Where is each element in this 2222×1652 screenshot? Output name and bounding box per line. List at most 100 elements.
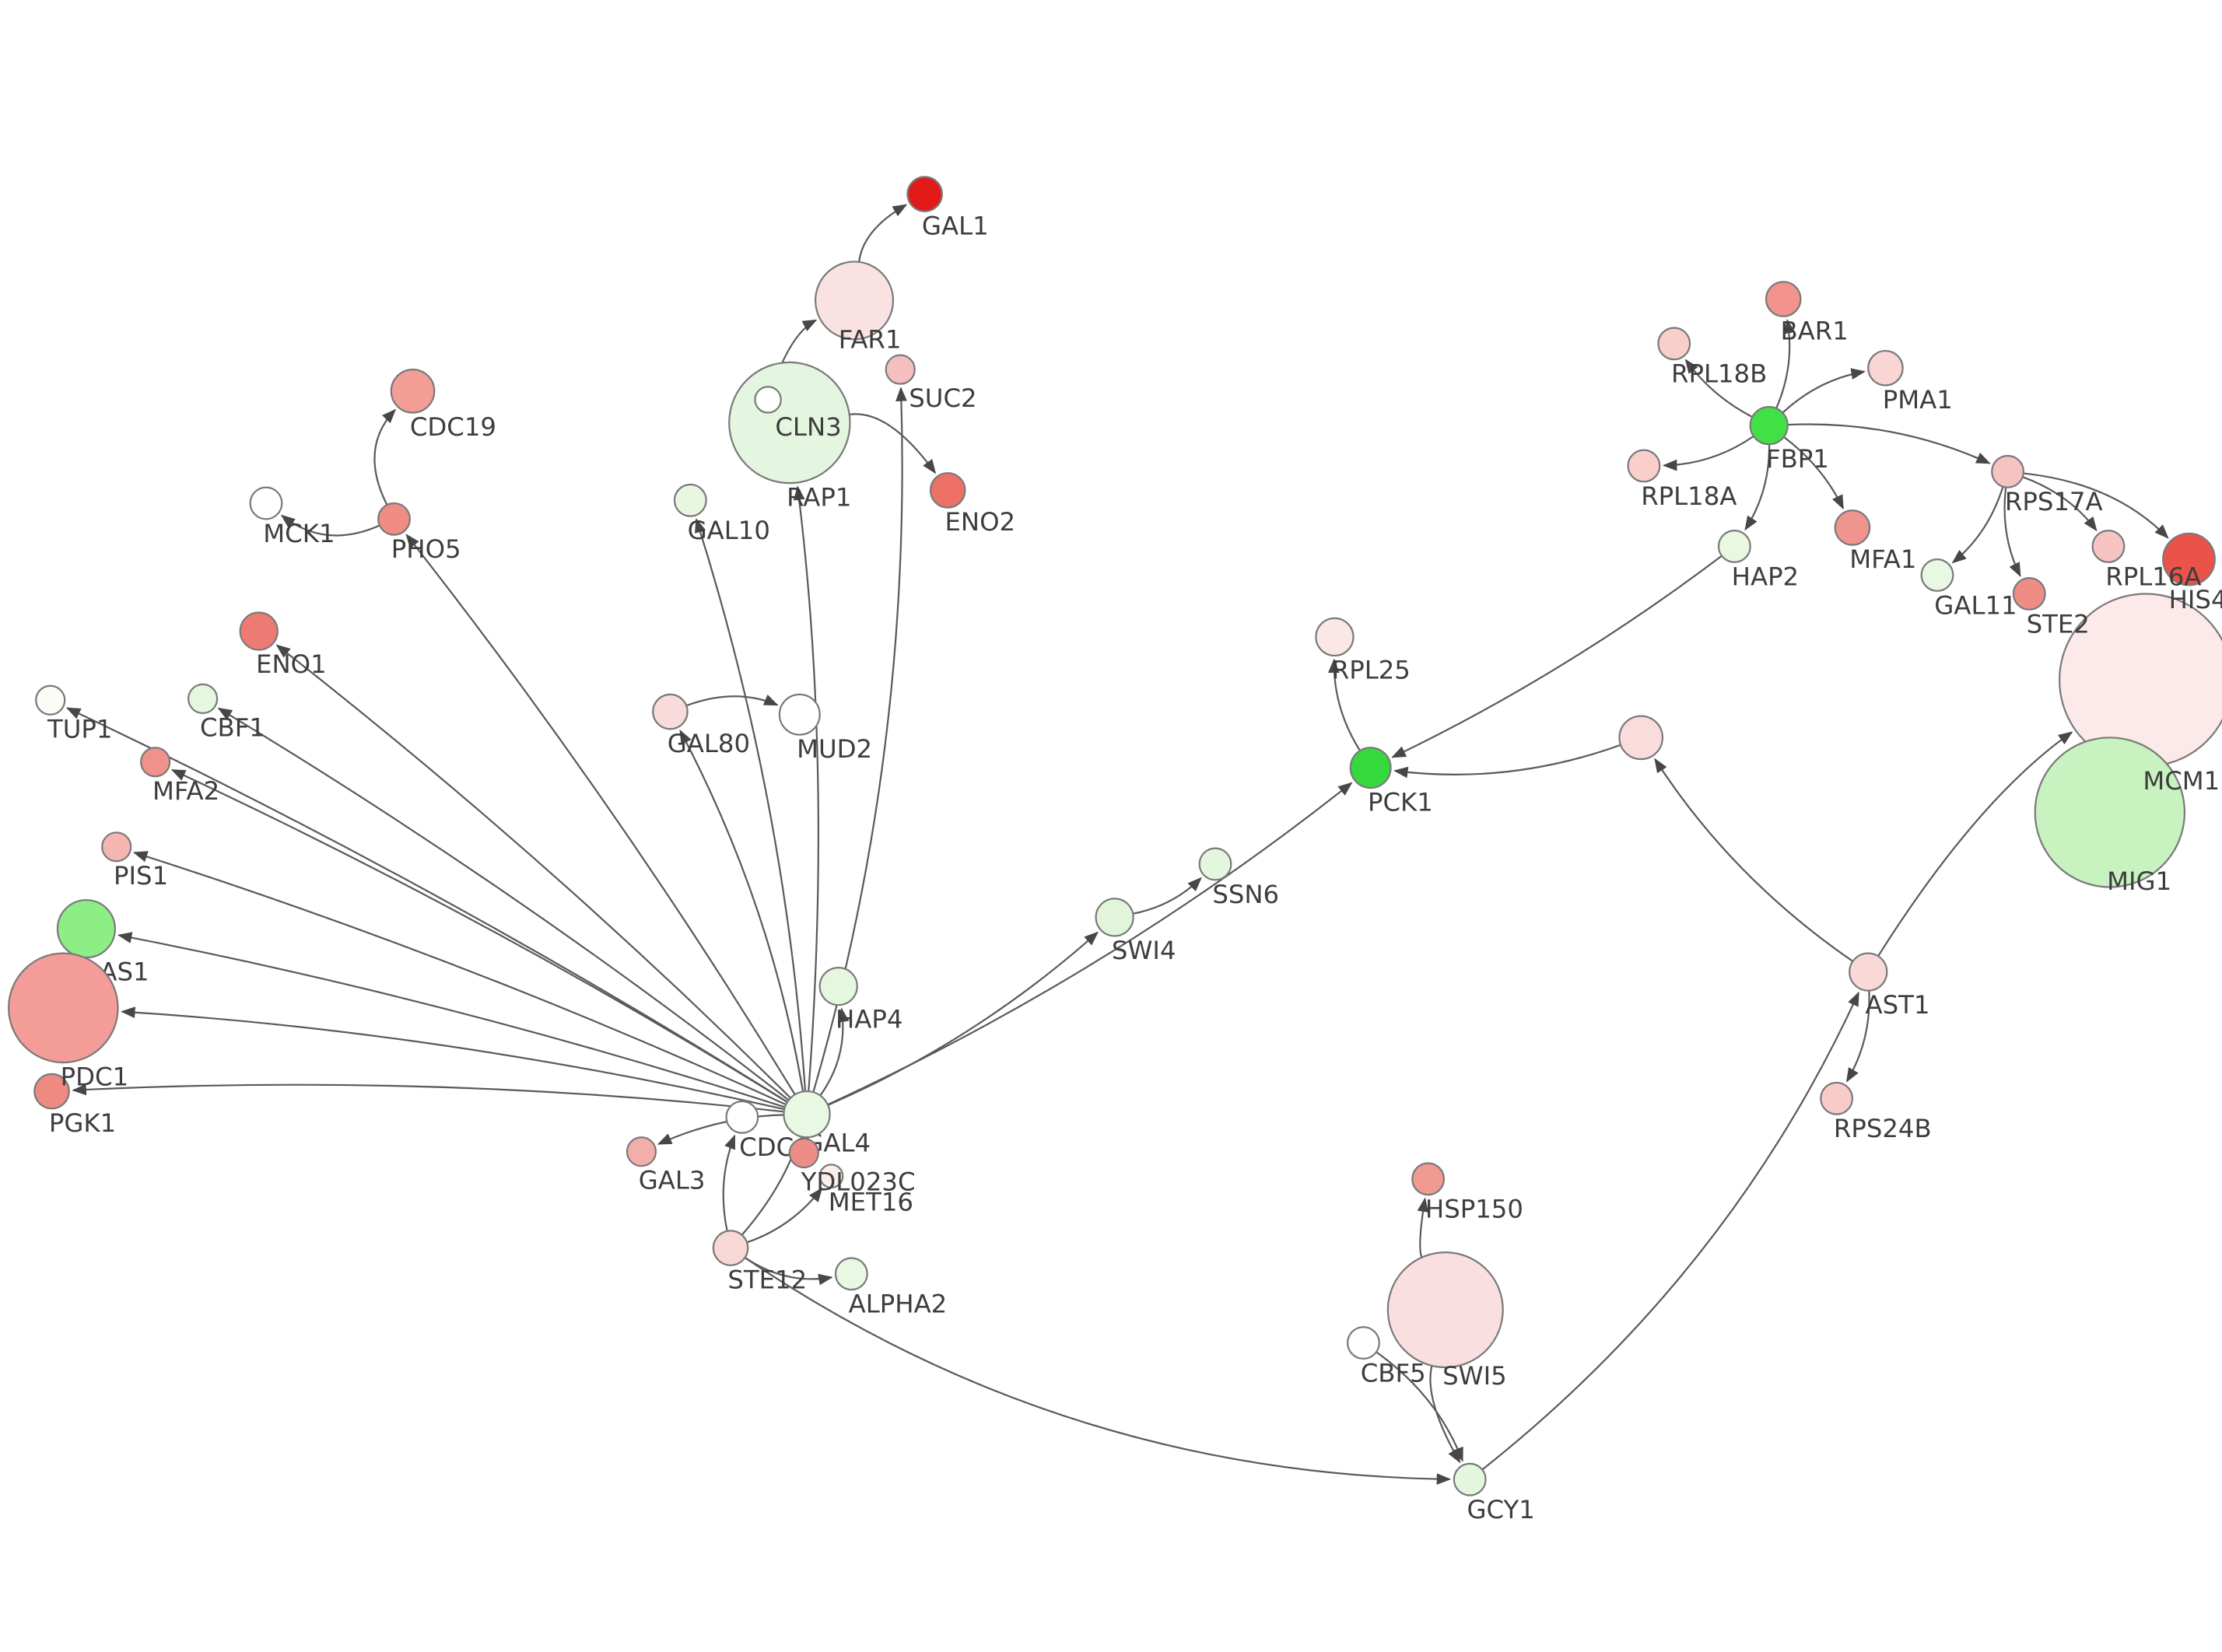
node-MIG1[interactable] bbox=[2034, 737, 2186, 888]
node-PCK1[interactable] bbox=[1349, 747, 1392, 789]
node-SUC2[interactable] bbox=[885, 354, 916, 385]
node-HAP4[interactable] bbox=[818, 966, 858, 1006]
node-GCY1[interactable] bbox=[1453, 1462, 1487, 1496]
edge-STE12-GCY1[interactable] bbox=[744, 1257, 1452, 1485]
edge-GAL4-PHO5[interactable] bbox=[405, 534, 796, 1095]
edge-GAL4-GAL80[interactable] bbox=[679, 729, 804, 1092]
node-CBF5[interactable] bbox=[1346, 1326, 1380, 1360]
node-MCK1[interactable] bbox=[249, 486, 283, 520]
node-MET16[interactable] bbox=[818, 1164, 844, 1189]
edge-GAL4-GAL3[interactable] bbox=[657, 1114, 784, 1145]
node-PGK1[interactable] bbox=[33, 1073, 70, 1110]
edge-FAR1-GAL1[interactable] bbox=[858, 204, 908, 262]
node-PMA1[interactable] bbox=[1867, 349, 1904, 387]
node-ENO2[interactable] bbox=[929, 472, 966, 509]
edge-FBP1-RPS17A[interactable] bbox=[1787, 423, 1991, 464]
edge-GAL4-RAP1[interactable] bbox=[793, 485, 820, 1092]
node-GAL1[interactable] bbox=[906, 176, 943, 212]
edge-UNK1-PCK1[interactable] bbox=[1393, 744, 1621, 779]
edge-HAP2-PCK1[interactable] bbox=[1391, 555, 1723, 758]
node-CLN3[interactable] bbox=[754, 386, 782, 414]
edge-GAL4-PGK1[interactable] bbox=[72, 1083, 784, 1113]
node-label-RPL18A: RPL18A bbox=[1641, 481, 1737, 511]
edge-GAL4-PIS1[interactable] bbox=[132, 851, 787, 1106]
edge-GAL4-PCK1[interactable] bbox=[827, 782, 1353, 1106]
node-AST1[interactable] bbox=[1849, 952, 1888, 992]
edge-AST1-RPS24B[interactable] bbox=[1845, 990, 1870, 1083]
node-FAR1[interactable] bbox=[815, 261, 895, 341]
edge-GAL4-TUP1[interactable] bbox=[65, 707, 788, 1103]
node-PIS1[interactable] bbox=[101, 831, 132, 863]
node-RPL25[interactable] bbox=[1315, 617, 1355, 657]
edge-SWI4-SSN6[interactable] bbox=[1133, 877, 1202, 915]
edge-GAL4-MFA2[interactable] bbox=[170, 768, 788, 1104]
node-label-HIS4: HIS4 bbox=[2169, 585, 2222, 614]
node-RPS17A[interactable] bbox=[1991, 454, 2025, 488]
edge-FBP1-HAP2[interactable] bbox=[1744, 444, 1771, 531]
edge-RPS17A-RPL16A[interactable] bbox=[2022, 476, 2098, 532]
node-HAP2[interactable] bbox=[1717, 530, 1751, 563]
edge-SWI5-HSP150[interactable] bbox=[1417, 1197, 1429, 1258]
node-STE2[interactable] bbox=[2012, 577, 2046, 611]
edge-GAL4-PDC1[interactable] bbox=[121, 1006, 785, 1111]
node-MFA1[interactable] bbox=[1834, 509, 1871, 546]
node-HIS4[interactable] bbox=[2162, 532, 2216, 586]
edge-FBP1-BAR1[interactable] bbox=[1775, 319, 1796, 409]
edge-GAL4-RAS1[interactable] bbox=[117, 932, 786, 1108]
node-GAL4[interactable] bbox=[783, 1090, 831, 1139]
edge-GAL4-GAL10[interactable] bbox=[695, 518, 807, 1092]
edge-PHO5-MCK1[interactable] bbox=[280, 514, 380, 537]
edge-STE12-CDC6[interactable] bbox=[722, 1134, 736, 1231]
edge-FBP1-MFA1[interactable] bbox=[1783, 436, 1844, 510]
edge-FBP1-PMA1[interactable] bbox=[1782, 368, 1866, 414]
node-GAL10[interactable] bbox=[673, 483, 707, 517]
edge-RPS17A-GAL11[interactable] bbox=[1951, 486, 2004, 564]
edge-SWI5-GCY1[interactable] bbox=[1429, 1365, 1461, 1464]
edge-RAP1-ENO2[interactable] bbox=[849, 413, 937, 474]
node-GAL11[interactable] bbox=[1920, 558, 1954, 592]
node-MFA2[interactable] bbox=[140, 747, 171, 778]
node-GAL80[interactable] bbox=[652, 693, 689, 730]
node-FBP1[interactable] bbox=[1749, 406, 1789, 446]
edge-GAL4-CBF1[interactable] bbox=[217, 707, 790, 1101]
node-RPL18B[interactable] bbox=[1657, 327, 1691, 361]
node-UNK1[interactable] bbox=[1618, 715, 1664, 761]
edge-FBP1-RPL18A[interactable] bbox=[1662, 435, 1754, 471]
node-GAL3[interactable] bbox=[626, 1136, 657, 1167]
edge-FBP1-RPL18B[interactable] bbox=[1684, 359, 1753, 418]
edge-AST1-UNK1[interactable] bbox=[1654, 758, 1854, 962]
node-ENO1[interactable] bbox=[239, 611, 279, 651]
node-SSN6[interactable] bbox=[1198, 847, 1232, 881]
node-PDC1[interactable] bbox=[7, 952, 119, 1064]
node-SWI5[interactable] bbox=[1386, 1251, 1504, 1369]
node-ALPHA2[interactable] bbox=[834, 1257, 868, 1291]
node-HSP150[interactable] bbox=[1411, 1162, 1446, 1196]
node-PHO5[interactable] bbox=[377, 502, 411, 536]
edge-STE12-MET16[interactable] bbox=[746, 1187, 823, 1244]
edge-PCK1-RPL25[interactable] bbox=[1327, 658, 1361, 751]
node-MUD2[interactable] bbox=[778, 693, 821, 736]
node-BAR1[interactable] bbox=[1765, 281, 1802, 317]
node-RPS24B[interactable] bbox=[1820, 1081, 1854, 1115]
node-RPL18A[interactable] bbox=[1627, 449, 1661, 483]
node-RAS1[interactable] bbox=[56, 899, 116, 959]
edge-RPS17A-STE2[interactable] bbox=[2003, 487, 2021, 578]
edge-PHO5-CDC19[interactable] bbox=[373, 408, 397, 506]
edge-GAL4-HAP4[interactable] bbox=[819, 1007, 850, 1097]
node-label-PCK1: PCK1 bbox=[1368, 788, 1433, 817]
edge-GAL4-ENO1[interactable] bbox=[275, 644, 791, 1099]
node-TUP1[interactable] bbox=[35, 684, 66, 716]
node-CDC19[interactable] bbox=[390, 368, 436, 414]
edge-GAL80-MUD2[interactable] bbox=[685, 695, 779, 707]
node-YDL023C[interactable] bbox=[788, 1137, 819, 1169]
edge-RPS17A-HIS4[interactable] bbox=[2023, 472, 2169, 539]
node-CDC6[interactable] bbox=[725, 1100, 759, 1134]
node-RPL16A[interactable] bbox=[2091, 530, 2126, 563]
edge-AST1-MCM1[interactable] bbox=[1877, 731, 2073, 957]
edge-CBF5-GCY1[interactable] bbox=[1376, 1351, 1463, 1462]
edge-GCY1-AST1[interactable] bbox=[1481, 991, 1859, 1471]
node-SWI4[interactable] bbox=[1095, 898, 1134, 937]
node-CBF1[interactable] bbox=[188, 683, 219, 714]
node-STE12[interactable] bbox=[712, 1230, 749, 1266]
